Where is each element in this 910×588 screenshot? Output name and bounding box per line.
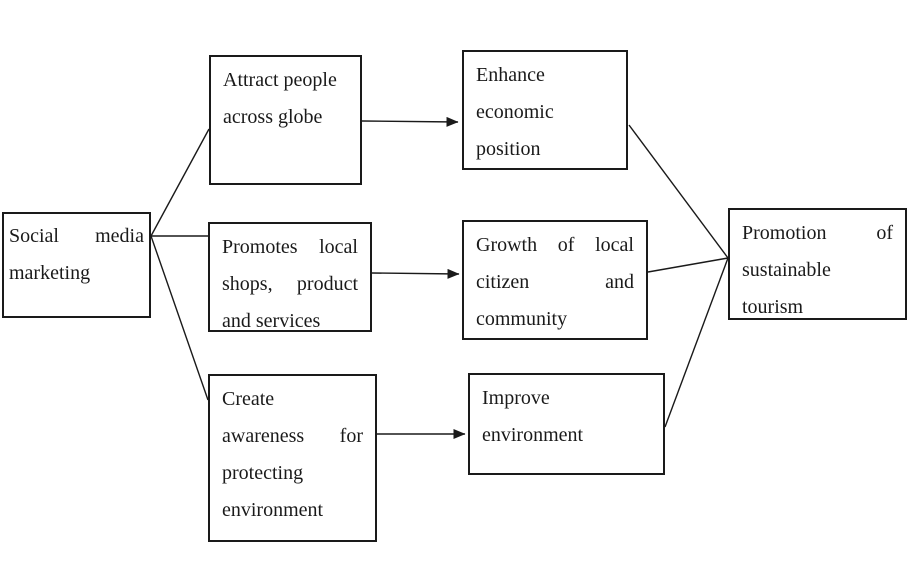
box-text-line: economic (476, 101, 554, 123)
box-text-line: protecting (222, 462, 304, 484)
box-text-line: Create (222, 388, 275, 410)
box-text-line: Improve (482, 387, 550, 409)
box-text-line: tourism (742, 296, 804, 318)
box-text-line: position (476, 138, 541, 160)
box-text-line: environment (482, 424, 584, 446)
connector-growth-to-promotion (647, 257, 729, 273)
connector-attract-to-enhance (361, 116, 459, 127)
box-text-line: marketing (9, 262, 91, 284)
box-attract-people: Attract people across globe (209, 55, 362, 185)
box-text-line: sustainable (742, 259, 831, 281)
connector-social-to-attract (150, 128, 210, 237)
box-text-line: Attract people (223, 69, 337, 91)
connector-social-to-create (150, 235, 209, 401)
box-text-line: community (476, 308, 568, 330)
box-text-line: environment (222, 499, 324, 521)
box-improve-environment: Improve environment (468, 373, 665, 475)
box-enhance-economic-position: Enhance economic position (462, 50, 628, 170)
box-text-line: shops,product (222, 273, 358, 295)
box-text-line: across globe (223, 106, 323, 128)
connector-improve-to-promotion (664, 257, 729, 428)
box-text-line: and services (222, 310, 321, 332)
connector-promotes-to-growth (371, 268, 460, 279)
box-text-line: Enhance (476, 64, 545, 86)
